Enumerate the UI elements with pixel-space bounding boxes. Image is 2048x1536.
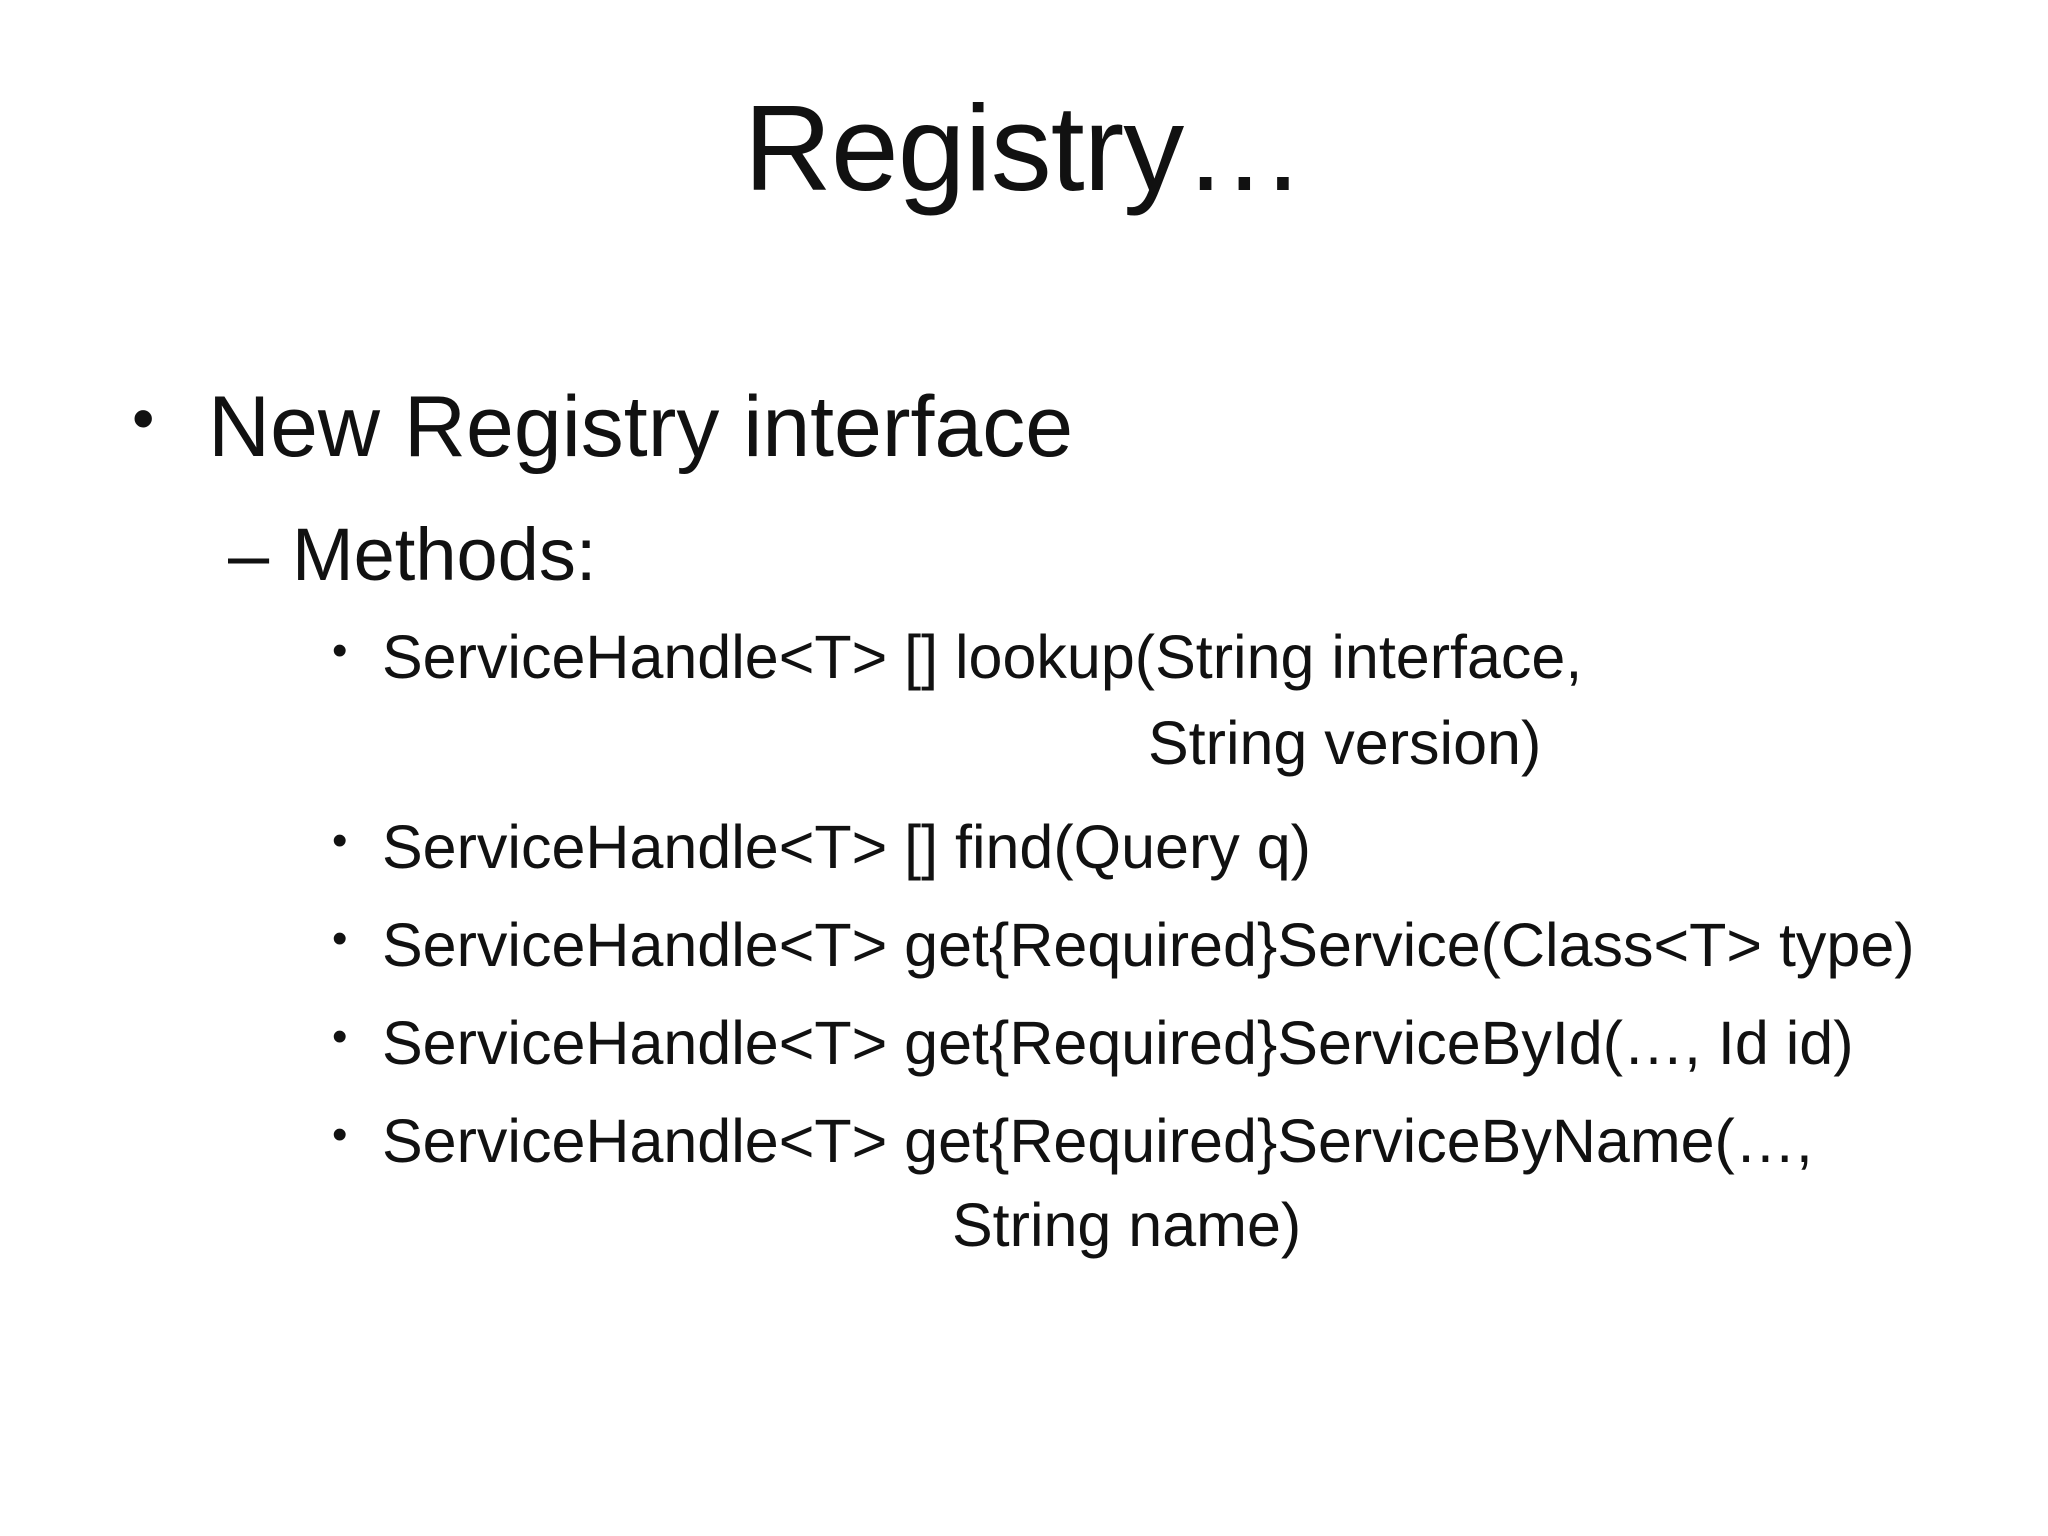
bullet-item-level2: – Methods: [228, 512, 596, 597]
method-item-get-service-by-id-text: ServiceHandle<T> get{Required}ServiceByI… [382, 1009, 1854, 1077]
bullet-dot-icon: • [332, 1012, 348, 1061]
bullet-item-level1-text: New Registry interface [208, 379, 1074, 475]
bullet-dot-icon: • [132, 382, 155, 454]
method-item-get-service-by-name-continuation: String name) [952, 1191, 1302, 1259]
method-item-lookup-text: ServiceHandle<T> [] lookup(String interf… [382, 623, 1583, 691]
bullet-item-level2-text: Methods: [292, 513, 597, 596]
method-item-get-service-by-name-text: ServiceHandle<T> get{Required}ServiceByN… [382, 1107, 1813, 1175]
method-item-get-service-by-name: • ServiceHandle<T> get{Required}ServiceB… [332, 1106, 1813, 1176]
method-item-find-text: ServiceHandle<T> [] find(Query q) [382, 813, 1311, 881]
method-item-find: • ServiceHandle<T> [] find(Query q) [332, 812, 1311, 882]
bullet-dot-icon: • [332, 626, 348, 675]
method-item-get-service-by-id: • ServiceHandle<T> get{Required}ServiceB… [332, 1008, 1854, 1078]
bullet-dot-icon: • [332, 1110, 348, 1159]
dash-bullet-icon: – [228, 513, 270, 596]
bullet-dot-icon: • [332, 816, 348, 865]
bullet-dot-icon: • [332, 914, 348, 963]
method-item-get-service: • ServiceHandle<T> get{Required}Service(… [332, 910, 1915, 980]
method-item-lookup-continuation: String version) [1148, 709, 1542, 777]
method-item-get-service-text: ServiceHandle<T> get{Required}Service(Cl… [382, 911, 1915, 979]
method-item-lookup: • ServiceHandle<T> [] lookup(String inte… [332, 622, 1582, 692]
slide-title: Registry… [743, 80, 1305, 216]
bullet-item-level1: • New Registry interface [132, 378, 1073, 477]
